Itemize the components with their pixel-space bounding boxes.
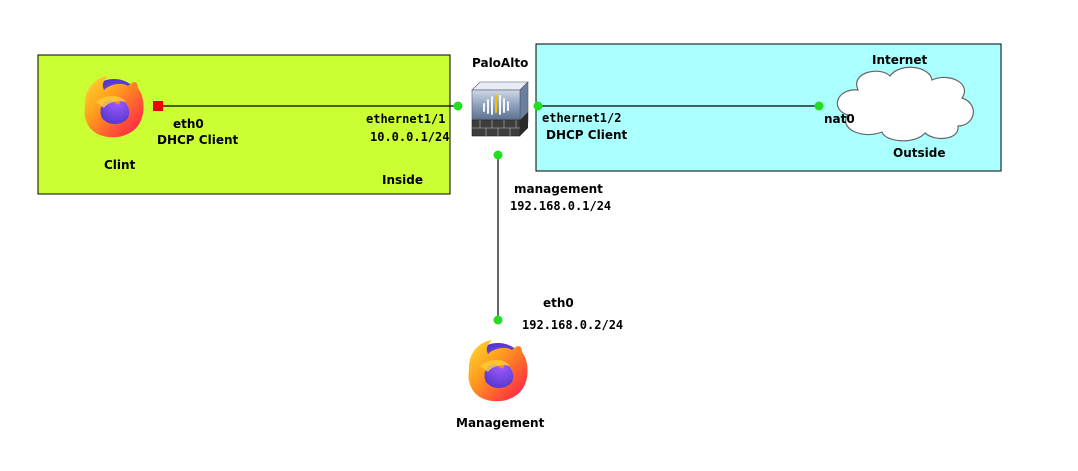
outside-zone-label: Outside <box>893 146 946 160</box>
firewall-icon[interactable] <box>471 81 529 137</box>
cloud-iface-label: nat0 <box>824 112 855 126</box>
inside-port-label: ethernet1/1 <box>366 112 446 126</box>
mgmt-port-label: management <box>514 182 603 196</box>
client-eth0-port-status <box>153 101 163 111</box>
fw-eth1-2-port-status <box>533 101 543 111</box>
inside-zone-label: Inside <box>382 173 423 187</box>
client-firefox-icon[interactable] <box>84 76 144 138</box>
mgmt-ip-label: 192.168.0.1/24 <box>510 199 612 213</box>
management-firefox-icon[interactable] <box>468 340 528 402</box>
firewall-name: PaloAlto <box>472 56 529 70</box>
client-iface-mode: DHCP Client <box>157 133 239 147</box>
fw-eth1-1-port-status <box>453 101 463 111</box>
management-iface-label: eth0 <box>543 296 574 310</box>
management-name: Management <box>456 416 545 430</box>
cloud-nat0-port-status <box>814 101 824 111</box>
client-iface-label: eth0 <box>173 117 204 131</box>
outside-port-label: ethernet1/2 <box>542 111 622 125</box>
cloud-icon[interactable] <box>836 66 974 142</box>
inside-ip-label: 10.0.0.1/24 <box>370 130 450 144</box>
mgmt-eth0-port-status <box>493 315 503 325</box>
outside-mode-label: DHCP Client <box>546 128 628 142</box>
internet-title: Internet <box>872 53 928 67</box>
management-ip-label: 192.168.0.2/24 <box>522 318 624 332</box>
fw-mgmt-port-status <box>493 150 503 160</box>
client-name: Clint <box>104 158 136 172</box>
